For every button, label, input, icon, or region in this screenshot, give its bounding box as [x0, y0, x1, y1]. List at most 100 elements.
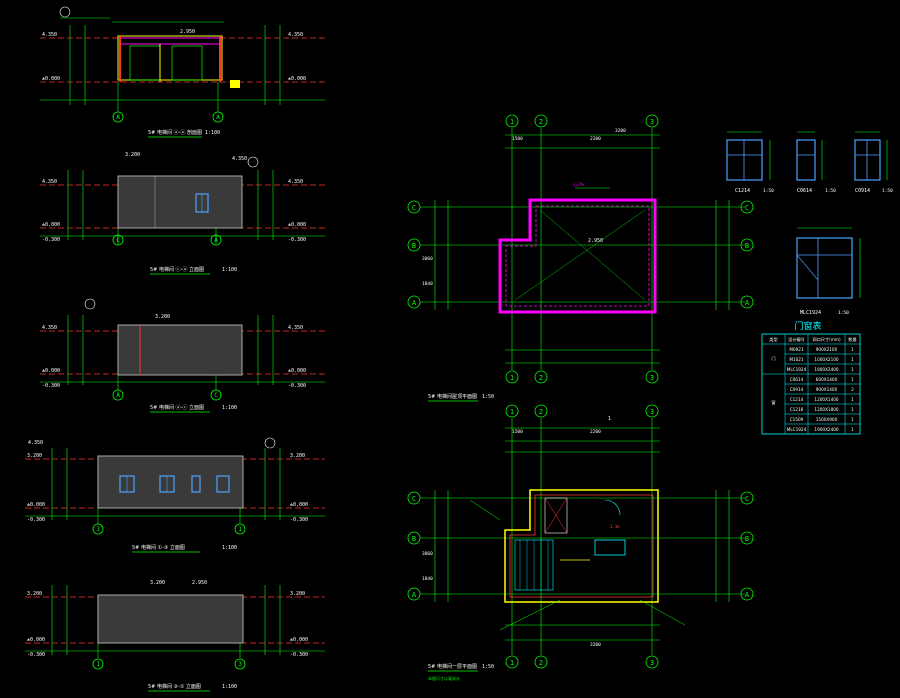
elev4-caption: 5# 电梯间 ①-③ 立面图: [132, 544, 185, 551]
roof-axis-1-bottom: [505, 370, 519, 384]
elev3-zero-level-right: ±0.000: [288, 368, 306, 374]
floor-axis-a-right-label: A: [745, 591, 750, 599]
schedule-title: 门窗表: [794, 320, 821, 332]
window-label-c0914: C0914: [855, 188, 870, 194]
floor-plan: 3.3m 1: [420, 416, 745, 655]
schedule-cell-6-1: C1218: [790, 407, 804, 412]
elev2-scale: 1:100: [222, 267, 237, 273]
roof-plan-level: 2.950: [588, 238, 603, 244]
elev4-zero-level-right: ±0.000: [290, 502, 308, 508]
elev3-low-level: -0.300: [42, 383, 60, 389]
elev2-zero-level-right: ±0.000: [288, 222, 306, 228]
elev1-top-level-right: 4.350: [288, 32, 303, 38]
elev5-top-level: 3.200: [27, 591, 42, 597]
schedule-cell-3-2: 600X1400: [816, 377, 838, 382]
schedule-cell-0-0: 门: [771, 355, 775, 362]
roof-plan-caption: 5# 电梯间屋顶平面图: [428, 393, 477, 400]
floor-axis-2-label: 2: [539, 408, 543, 416]
elev4-axis-left-label: 3: [96, 526, 100, 533]
elev1-scale: 1:100: [205, 130, 220, 136]
svg-text:2.950: 2.950: [192, 580, 207, 586]
roof-dim-side-1: 3060: [422, 256, 433, 262]
floor-axis-1-label: 1: [510, 408, 514, 416]
elev2-caption: 5# 电梯间 ⓒ-ⓐ 立面图: [150, 266, 204, 273]
floor-dim-3: 3200: [590, 642, 601, 648]
elev3-zero-level: ±0.000: [42, 368, 60, 374]
floor-axis-c-label: C: [412, 495, 416, 503]
roof-axis-a-right-label: A: [745, 299, 750, 307]
floor-axis-1-bottom: [505, 655, 519, 669]
elev5-top-level-right: 3.200: [290, 591, 305, 597]
schedule-cell-8-1: MLC1924: [787, 427, 807, 432]
schedule-cell-3-1: C0614: [790, 377, 804, 382]
schedule-cell-5-2: 1200X1400: [814, 397, 839, 402]
schedule-cell-8-3: 1: [851, 427, 854, 432]
schedule-cell-1-2: 1000X2100: [814, 357, 839, 362]
floor-axis-3-bottom: [645, 655, 659, 669]
elev4-zero-level: ±0.000: [27, 502, 45, 508]
roof-axis-b-right-label: B: [745, 242, 749, 250]
schedule-cell-2-3: 1: [851, 367, 854, 372]
roof-axis-a-label: A: [412, 299, 417, 307]
schedule-cell-4-1: C0914: [790, 387, 804, 392]
svg-text:3.200: 3.200: [125, 152, 140, 158]
elev4-low-level: -0.300: [27, 517, 45, 523]
roof-axis-a-right: [740, 295, 754, 309]
schedule-cell-0-3: 1: [851, 347, 854, 352]
schedule-cell-1-1: M1021: [789, 357, 804, 362]
roof-axis-2-bottom-label: 2: [539, 374, 543, 382]
elev5-axis-right-label: 3: [238, 661, 242, 668]
elev5-scale: 1:100: [222, 684, 237, 690]
schedule-cell-5-1: C1214: [790, 397, 804, 402]
floor-plan-scale: 1:50: [482, 664, 494, 670]
svg-text:1: 1: [608, 416, 611, 422]
elev2-low-level: -0.300: [42, 237, 60, 243]
roof-axis-2: [534, 114, 548, 128]
elev2-axis-left: [112, 234, 124, 246]
schedule-cell-8-2: 1900X2400: [814, 427, 839, 432]
roof-dim-3: 3200: [615, 128, 626, 134]
schedule-cell-4-2: 900X1400: [816, 387, 838, 392]
schedule-cell-0-2: 900X2100: [816, 347, 838, 352]
elev5-low-level-right: -0.300: [290, 652, 308, 658]
elevation-4: 4.350: [25, 437, 325, 524]
floor-dim-1: 1500: [512, 429, 523, 435]
schedule-header-2: 洞口尺寸(mm): [812, 336, 841, 343]
elev2-top-level-right: 4.350: [288, 179, 303, 185]
elev3-axis-right: [210, 389, 222, 401]
floor-axis-2: [534, 404, 548, 418]
elev2-axis-right: [210, 234, 222, 246]
roof-axis-b-label: B: [412, 242, 416, 250]
roof-dim-1: 1500: [512, 136, 523, 142]
svg-text:3.200: 3.200: [155, 314, 170, 320]
elev1-axis-left-label: A: [116, 114, 120, 121]
floor-axis-a-label: A: [412, 591, 417, 599]
elev4-axis-left: [92, 523, 104, 535]
elev3-axis-left-label: A: [116, 392, 120, 399]
roof-axis-c: [407, 200, 421, 214]
floor-axis-1-bottom-label: 1: [510, 659, 514, 667]
schedule-cell-5-3: 1: [851, 397, 854, 402]
floor-axis-a-right: [740, 587, 754, 601]
floor-axis-a: [407, 587, 421, 601]
floor-axis-3-label: 3: [650, 408, 654, 416]
elev1-caption: 5# 电梯间 ⓐ-ⓐ 剖面图: [148, 129, 202, 136]
window-label-mlc1924-scale: 1:50: [838, 310, 849, 316]
elev2-axis-left-label: C: [116, 237, 120, 244]
window-label-mlc1924: MLC1924: [800, 310, 821, 316]
elev2-zero-level: ±0.000: [42, 222, 60, 228]
elevation-2: 3.200 4.350: [40, 152, 325, 245]
elev4-top-level: 3.200: [27, 453, 42, 459]
schedule-cell-3-0: 窗: [771, 399, 775, 406]
elev5-axis-left-label: 1: [96, 661, 100, 668]
elev5-axis-left: [92, 658, 104, 670]
roof-axis-c-right: [740, 200, 754, 214]
floor-dim-side-1: 3060: [422, 551, 433, 557]
schedule-cell-7-3: 1: [851, 417, 854, 422]
schedule-cell-1-3: 1: [851, 357, 854, 362]
roof-axis-3: [645, 114, 659, 128]
roof-plan: i=2%: [420, 128, 745, 370]
roof-axis-3-bottom-label: 3: [650, 374, 654, 382]
roof-dim-2: 2200: [590, 136, 601, 142]
